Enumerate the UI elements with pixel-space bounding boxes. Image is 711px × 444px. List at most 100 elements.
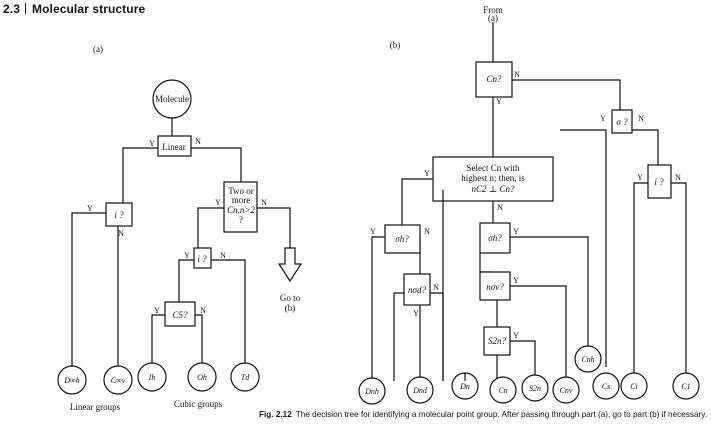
branch-y: Y — [184, 251, 190, 260]
leaf-cn — [489, 376, 517, 404]
two-or-more-line2: more — [232, 195, 251, 205]
figure-label: Fig. 2.12 — [259, 410, 292, 419]
s2n-label: S2n? — [488, 336, 507, 346]
branch-n: N — [675, 173, 681, 182]
sigma-h-left-node — [384, 224, 421, 254]
select-line1: Select Cn with — [467, 163, 520, 173]
sigma-h-mid-node — [479, 222, 511, 254]
section-title: Molecular structure — [31, 2, 146, 16]
leaf-dnh — [358, 377, 386, 405]
branch-y: Y — [413, 309, 419, 318]
two-or-more-line3: Cn,n>2 — [227, 205, 255, 215]
leaf-dinfh — [57, 365, 87, 395]
branch-n: N — [433, 283, 439, 292]
branch-y: Y — [513, 227, 519, 236]
branch-y: Y — [424, 169, 430, 178]
leaf-label: D∞h — [63, 376, 79, 385]
branch-n: N — [261, 198, 267, 207]
inversion-node-linear — [105, 202, 133, 227]
leaf-label: Dnh — [364, 387, 379, 396]
molecule-node — [152, 79, 192, 119]
n-sigma-d-label: nσd? — [408, 285, 426, 295]
leaf-ci — [620, 372, 648, 400]
figure-caption-text: The decision tree for identifying a mole… — [295, 410, 708, 419]
branch-n: N — [497, 203, 503, 212]
leaf-ih — [137, 362, 167, 392]
leaf-cnv — [552, 376, 580, 404]
select-line3: nC2 ⊥ Cn? — [472, 184, 515, 194]
n-sigma-v-node — [479, 271, 511, 301]
leaf-label: C1 — [681, 382, 690, 391]
leaf-label: Dnd — [412, 386, 428, 395]
branch-n: N — [638, 114, 644, 123]
inversion-label-linear: i ? — [114, 210, 124, 220]
goto-arrow-icon — [277, 247, 303, 283]
from-label: From — [483, 5, 503, 15]
branch-y: Y — [215, 198, 221, 207]
sigma-label: σ ? — [616, 117, 628, 127]
inversion-node-b — [647, 164, 672, 199]
branch-n: N — [514, 70, 520, 79]
leaf-label: Dn — [459, 382, 470, 391]
two-or-more-line1: Two or — [228, 186, 254, 196]
inversion-label-b: i ? — [654, 177, 664, 187]
leaf-s2n — [521, 374, 549, 402]
n-sigma-v-label: nσv? — [486, 282, 504, 292]
sigma-h-mid-label: σh? — [488, 233, 502, 243]
leaf-label: Ci — [630, 382, 638, 391]
linear-label: Linear — [162, 142, 185, 152]
branch-y: Y — [513, 276, 519, 285]
sigma-h-left-label: σh? — [395, 234, 409, 244]
from-part-label: (a) — [488, 13, 498, 23]
leaf-label: Cnv — [560, 386, 573, 395]
goto-part-label: (b) — [285, 303, 296, 313]
leaf-label: C∞v — [111, 376, 126, 385]
branch-n: N — [118, 229, 124, 238]
goto-label: Go to — [280, 293, 301, 303]
select-line2: highest n; then, is — [461, 173, 525, 183]
branch-n: N — [220, 251, 226, 260]
linear-node — [157, 135, 192, 157]
n-sigma-d-node — [403, 273, 431, 306]
cn-label: Cn? — [486, 74, 502, 84]
leaf-label: Ih — [148, 373, 156, 382]
inversion-node-cubic — [193, 247, 212, 269]
branch-y: Y — [513, 331, 519, 340]
molecule-label: Molecule — [155, 94, 189, 104]
leaf-label: Oh — [197, 373, 207, 382]
two-or-more-cn-node — [223, 181, 258, 233]
branch-y: Y — [154, 306, 160, 315]
branch-n: N — [424, 227, 430, 236]
leaf-cnh — [574, 345, 602, 373]
cn-node — [475, 61, 513, 98]
c5-label: C5? — [172, 310, 188, 320]
select-highest-cn-node — [432, 156, 554, 202]
leaf-cs — [592, 372, 620, 400]
leaf-cinfv — [103, 365, 133, 395]
branch-y: Y — [87, 204, 93, 213]
s2n-node — [483, 326, 511, 356]
cubic-groups-label: Cubic groups — [174, 399, 223, 409]
leaf-c1 — [672, 372, 700, 400]
part-a-label: (a) — [93, 44, 103, 54]
leaf-label: Cs — [602, 382, 610, 391]
header-divider — [24, 3, 26, 14]
branch-n: N — [200, 306, 206, 315]
branch-y: Y — [370, 227, 376, 236]
section-number: 2.3 — [3, 2, 20, 16]
leaf-label: S2n — [529, 384, 541, 393]
leaf-label: Td — [241, 373, 250, 382]
leaf-td — [230, 362, 260, 392]
branch-y: Y — [496, 97, 502, 106]
linear-groups-label: Linear groups — [70, 402, 121, 412]
branch-y: Y — [600, 114, 606, 123]
sigma-node — [611, 109, 633, 134]
branch-y: Y — [149, 139, 155, 148]
inversion-label-cubic: i ? — [197, 254, 207, 264]
part-b-label: (b) — [390, 40, 401, 50]
section-header: 2.3 Molecular structure — [3, 2, 145, 16]
two-or-more-line4: ? — [239, 215, 243, 225]
branch-n: N — [195, 137, 201, 146]
